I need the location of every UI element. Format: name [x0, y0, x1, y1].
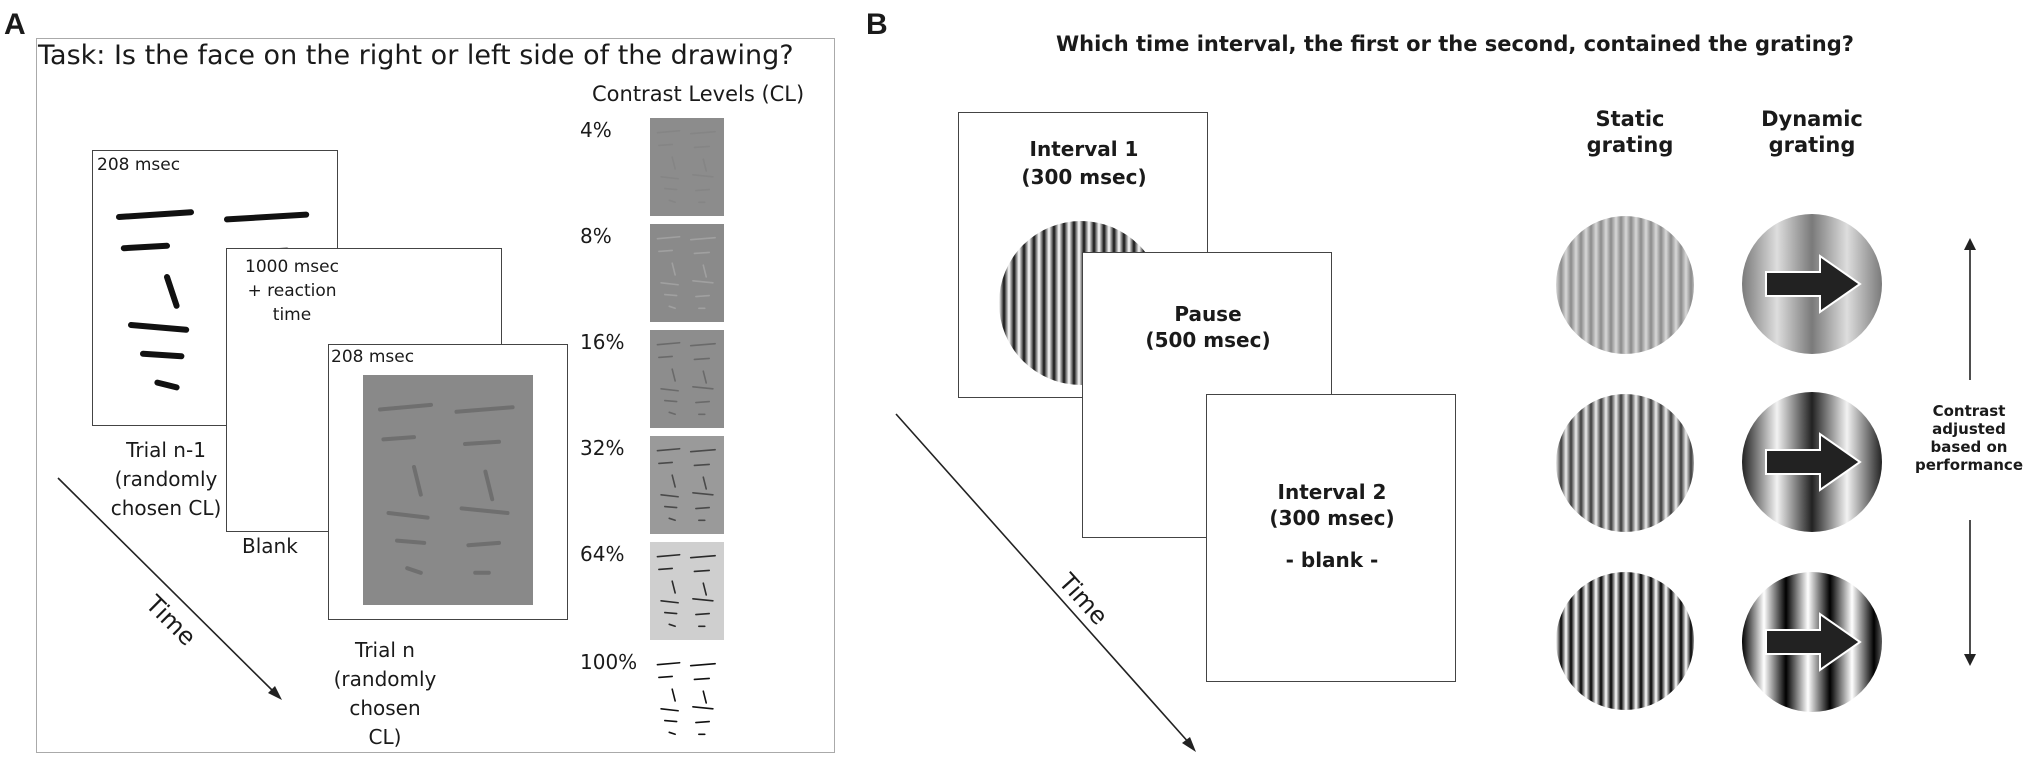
time-arrow-a — [57, 477, 282, 700]
contrast-level-thumbnail — [650, 436, 724, 534]
dynamic-grating-header: Dynamic grating — [1761, 107, 1863, 157]
contrast-level-thumbnail — [650, 650, 724, 748]
motion-arrow-icon — [1765, 612, 1862, 672]
interval-2-card: Interval 2 (300 msec) - blank - — [1206, 394, 1456, 682]
contrast-level-thumbnail — [650, 542, 724, 640]
panel-b-letter: B — [866, 8, 888, 41]
contrast-levels-title: Contrast Levels (CL) — [592, 82, 805, 106]
face-drawing-low-contrast — [378, 402, 515, 575]
trial-n-stimulus — [363, 375, 533, 605]
contrast-level-thumbnail — [650, 330, 724, 428]
contrast-level-label: 4% — [580, 118, 612, 142]
motion-arrow-icon — [1765, 432, 1862, 492]
trial-n-card: 208 msec — [328, 344, 568, 620]
contrast-level-thumbnail — [650, 224, 724, 322]
static-grating-low-contrast — [1556, 216, 1694, 354]
contrast-level-label: 32% — [580, 436, 625, 460]
trial-n-minus-1-duration: 208 msec — [97, 155, 181, 175]
trial-n-minus-1-caption: Trial n-1 (randomly chosen CL) — [110, 438, 222, 520]
contrast-level-thumbnail — [650, 118, 724, 216]
contrast-level-label: 16% — [580, 330, 625, 354]
interval-1-label: Interval 1 (300 msec) — [1021, 137, 1147, 189]
static-grating-high-contrast — [1556, 572, 1694, 710]
motion-arrow-icon — [1765, 254, 1862, 314]
contrast-up-arrow — [1964, 238, 1976, 380]
contrast-level-label: 100% — [580, 650, 638, 674]
blank-caption: Blank — [242, 534, 298, 558]
contrast-level-label: 8% — [580, 224, 612, 248]
contrast-level-label: 64% — [580, 542, 625, 566]
trial-n-duration: 208 msec — [331, 347, 415, 367]
static-grating-header: Static grating — [1586, 107, 1674, 157]
contrast-adjusted-note: Contrast adjusted based on performance — [1914, 402, 2024, 474]
static-grating-medium-contrast — [1556, 394, 1694, 532]
blank-duration: 1000 msec + reaction time — [245, 257, 339, 325]
panel-a-frame — [36, 38, 835, 753]
pause-label: Pause (500 msec) — [1145, 302, 1271, 352]
contrast-down-arrow — [1964, 520, 1976, 666]
task-question: Task: Is the face on the right or left s… — [38, 40, 794, 71]
panel-a-letter: A — [4, 8, 26, 41]
interval-question: Which time interval, the first or the se… — [1056, 32, 1854, 56]
interval-2-label: Interval 2 (300 msec) - blank - — [1269, 480, 1395, 572]
time-arrow-b — [895, 413, 1196, 752]
trial-n-caption: Trial n (randomly chosen CL) — [333, 638, 437, 749]
